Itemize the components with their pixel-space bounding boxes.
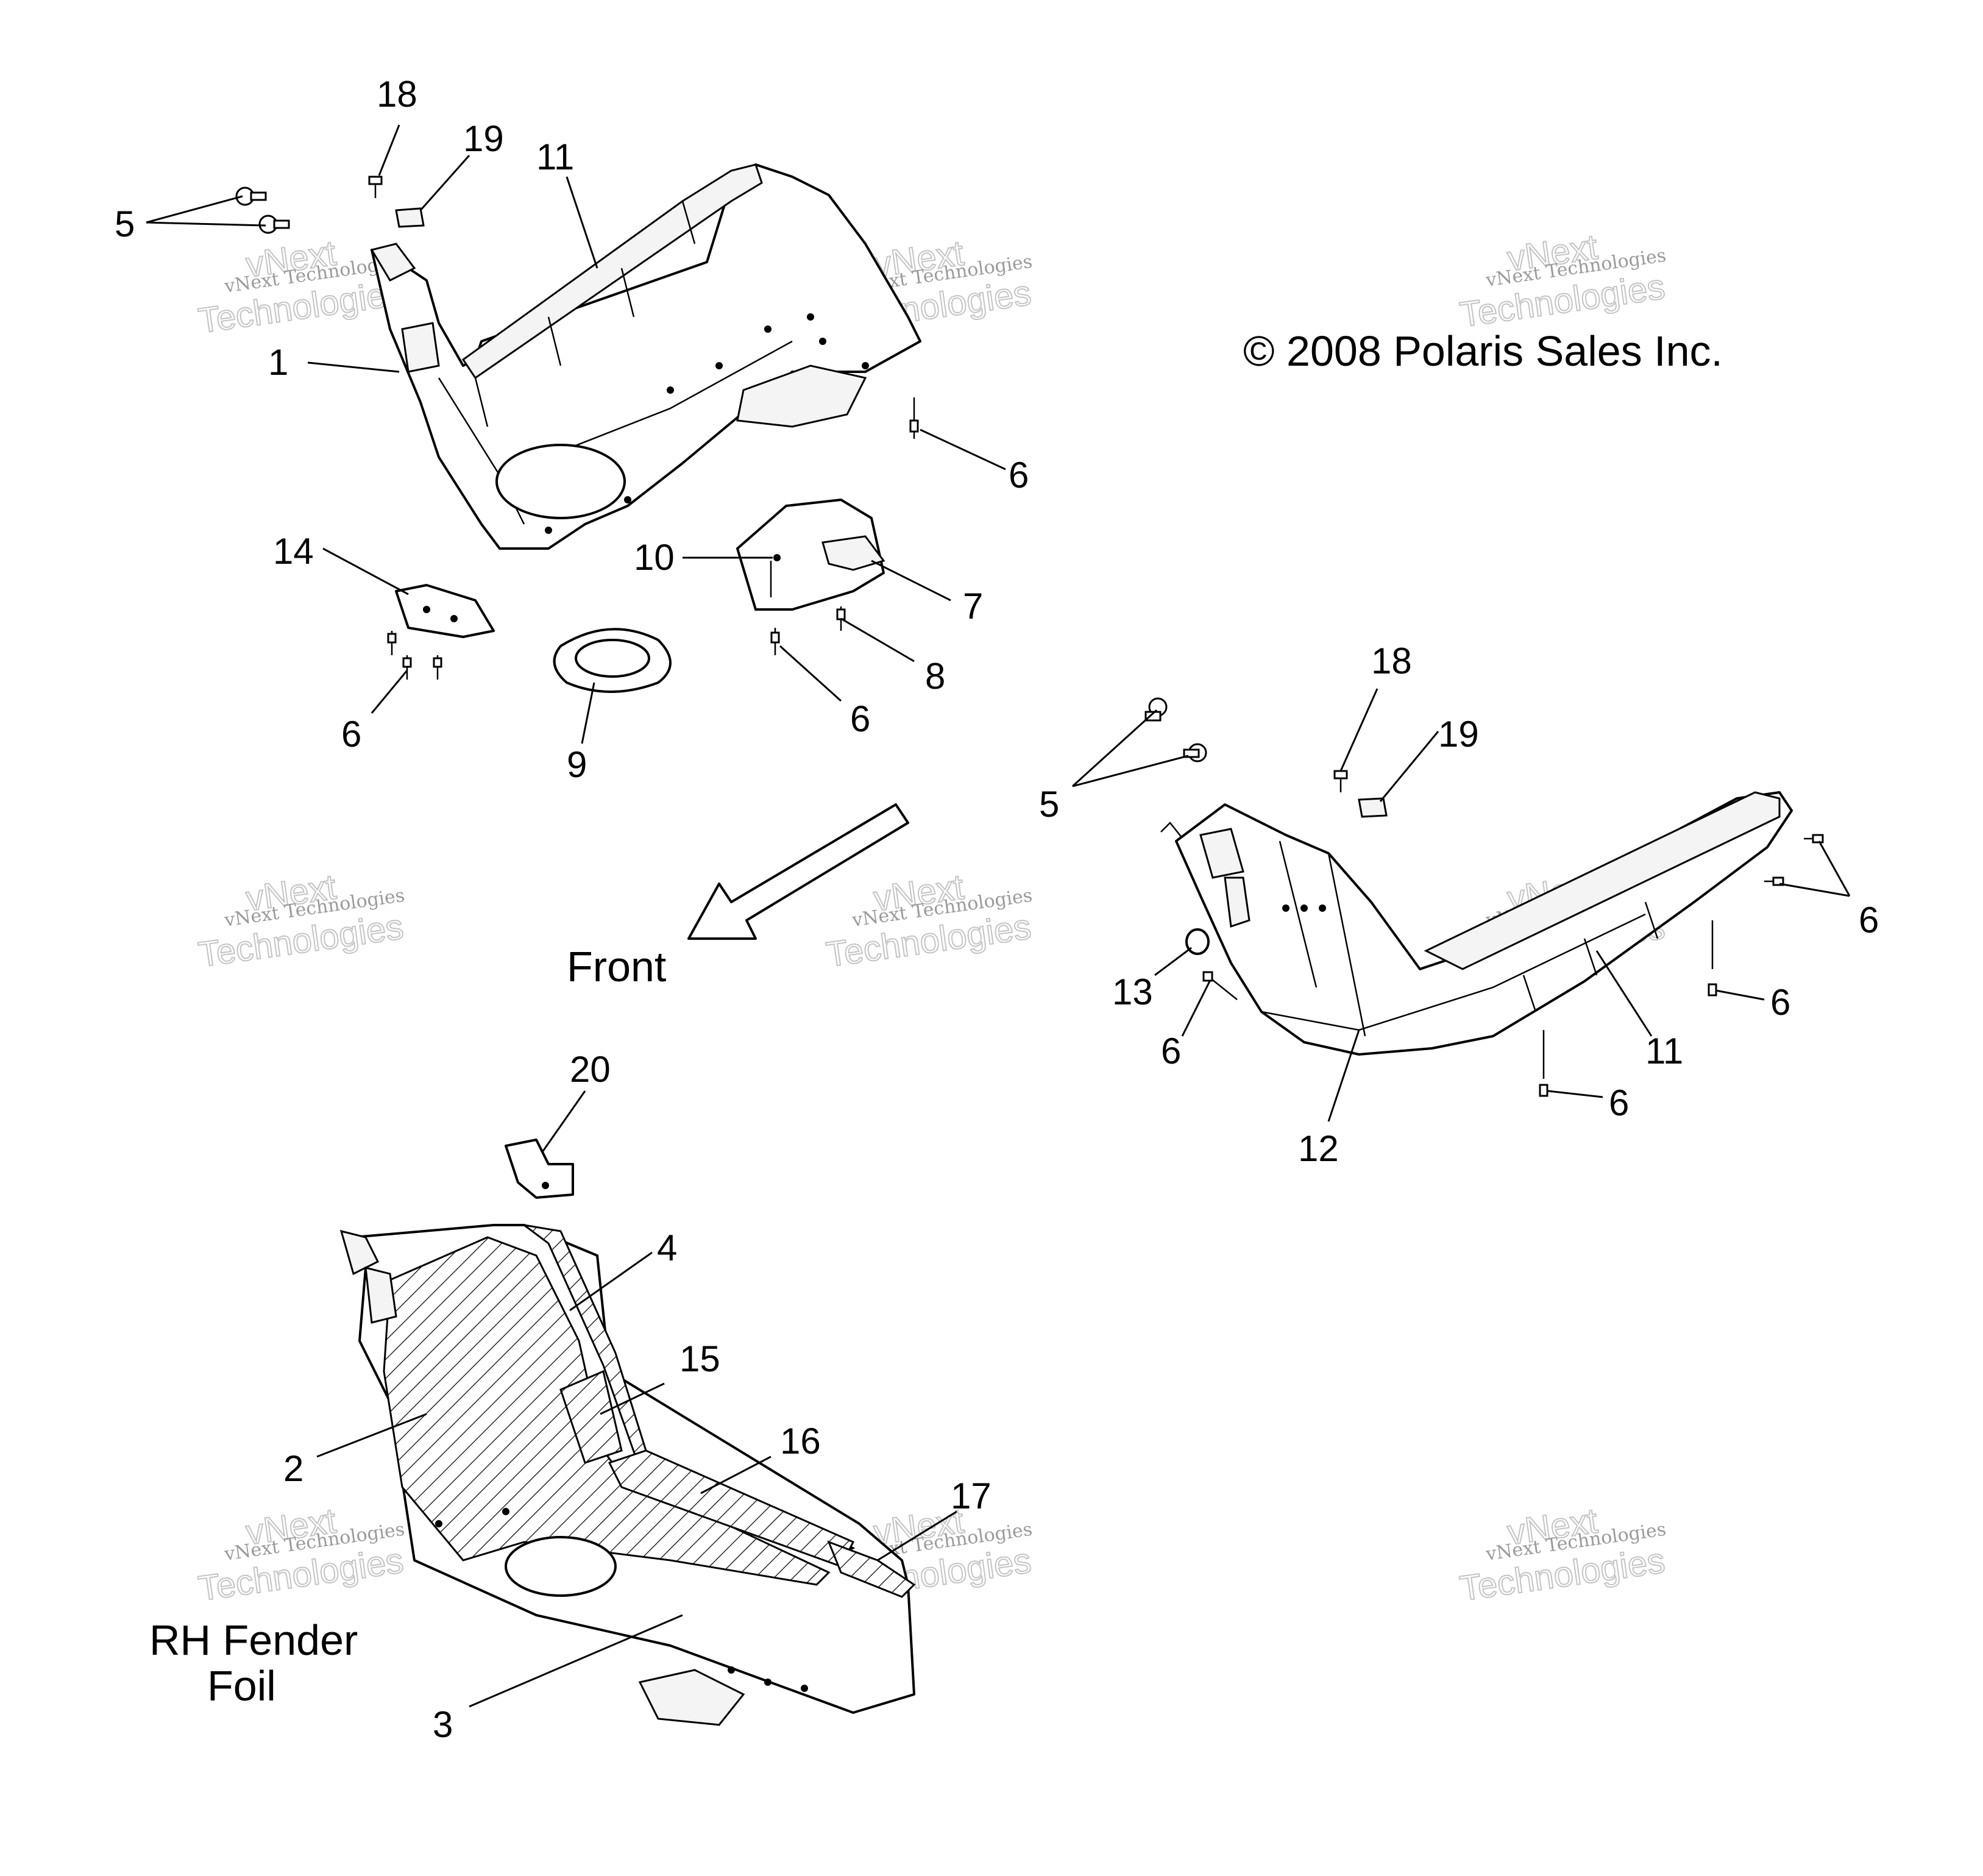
- fastener-18b: [1333, 770, 1348, 792]
- callout-10: 10: [634, 537, 675, 578]
- foil-17: [827, 1540, 916, 1598]
- callout-numbers: 18 19 11 5 1 6 14 10 7 8 6 6 9 18 19 5 6…: [115, 74, 1879, 1745]
- screw-6b: [770, 628, 780, 655]
- callout-16: 16: [780, 1421, 821, 1462]
- foil-15: [559, 1370, 623, 1464]
- rh-fender-foil-assembly: [339, 1224, 916, 1726]
- callout-12: 12: [1298, 1128, 1339, 1169]
- section-label-line1: RH Fender: [149, 1616, 358, 1664]
- cover-7: [736, 499, 885, 611]
- bracket-20: [505, 1139, 574, 1199]
- screws-6e: [1764, 834, 1824, 886]
- watermark: vNext vNext Technologies Technologies: [196, 866, 406, 975]
- callout-6: 6: [1609, 1082, 1629, 1123]
- mount-block-12: [1199, 828, 1244, 879]
- screw-6g: [1539, 1030, 1548, 1097]
- watermark: vNext vNext Technologies Technologies: [1457, 226, 1668, 335]
- callout-4: 4: [657, 1228, 677, 1268]
- screw-6f: [1708, 920, 1717, 997]
- callout-6: 6: [1009, 455, 1029, 496]
- callout-19: 19: [463, 118, 504, 159]
- plug-13: [1185, 928, 1210, 955]
- callout-17: 17: [951, 1476, 991, 1516]
- callout-11: 11: [536, 137, 574, 177]
- front-arrow: [687, 803, 909, 940]
- clip-19a: [395, 207, 425, 228]
- fastener-5a: [235, 187, 290, 234]
- mount-block: [401, 322, 440, 373]
- watermark: vNext vNext Technologies Technologies: [1457, 1500, 1668, 1609]
- callout-5: 5: [1039, 784, 1059, 825]
- clip-19b: [1358, 797, 1388, 818]
- ring-9: [553, 628, 672, 693]
- callout-1: 1: [268, 342, 288, 383]
- callout-8: 8: [925, 656, 945, 697]
- callout-6: 6: [1161, 1031, 1181, 1071]
- callout-15: 15: [679, 1338, 720, 1379]
- callout-14: 14: [273, 531, 314, 572]
- lh-fender-assembly: [370, 163, 921, 550]
- foil-2: [383, 1236, 831, 1586]
- leader-lines: [146, 124, 1851, 1708]
- screws-6c: [387, 631, 442, 680]
- rh-fender-assembly: [1160, 791, 1793, 1056]
- footwell-opening-rh: [505, 1536, 617, 1597]
- screw-6a: [909, 397, 919, 439]
- watermark: vNext vNext Technologies Technologies: [196, 1500, 406, 1609]
- fastener-5b: [1144, 697, 1207, 762]
- callout-11: 11: [1645, 1031, 1683, 1071]
- callout-7: 7: [963, 586, 983, 627]
- copyright-text: © 2008 Polaris Sales Inc.: [1243, 327, 1723, 375]
- screw-6d: [1202, 971, 1238, 1000]
- callout-3: 3: [433, 1704, 453, 1745]
- section-label-line2: Foil: [207, 1662, 276, 1710]
- callout-6: 6: [1770, 982, 1790, 1023]
- callout-20: 20: [570, 1049, 611, 1090]
- fastener-18a: [368, 176, 383, 198]
- callout-6: 6: [341, 714, 361, 755]
- callout-19: 19: [1438, 714, 1479, 755]
- callout-13: 13: [1112, 972, 1153, 1012]
- front-label: Front: [567, 943, 666, 990]
- footwell-opening: [495, 444, 626, 519]
- callout-6: 6: [850, 698, 870, 739]
- callout-18: 18: [1371, 641, 1412, 681]
- callout-5: 5: [115, 204, 135, 244]
- callout-6: 6: [1859, 900, 1879, 940]
- fender-flap: [736, 364, 867, 428]
- fender-1: [371, 163, 921, 550]
- bracket-14: [395, 584, 495, 638]
- watermark: vNext vNext Technologies Technologies: [823, 866, 1034, 975]
- callout-9: 9: [567, 744, 587, 785]
- callout-18: 18: [377, 74, 417, 115]
- callout-2: 2: [283, 1448, 303, 1489]
